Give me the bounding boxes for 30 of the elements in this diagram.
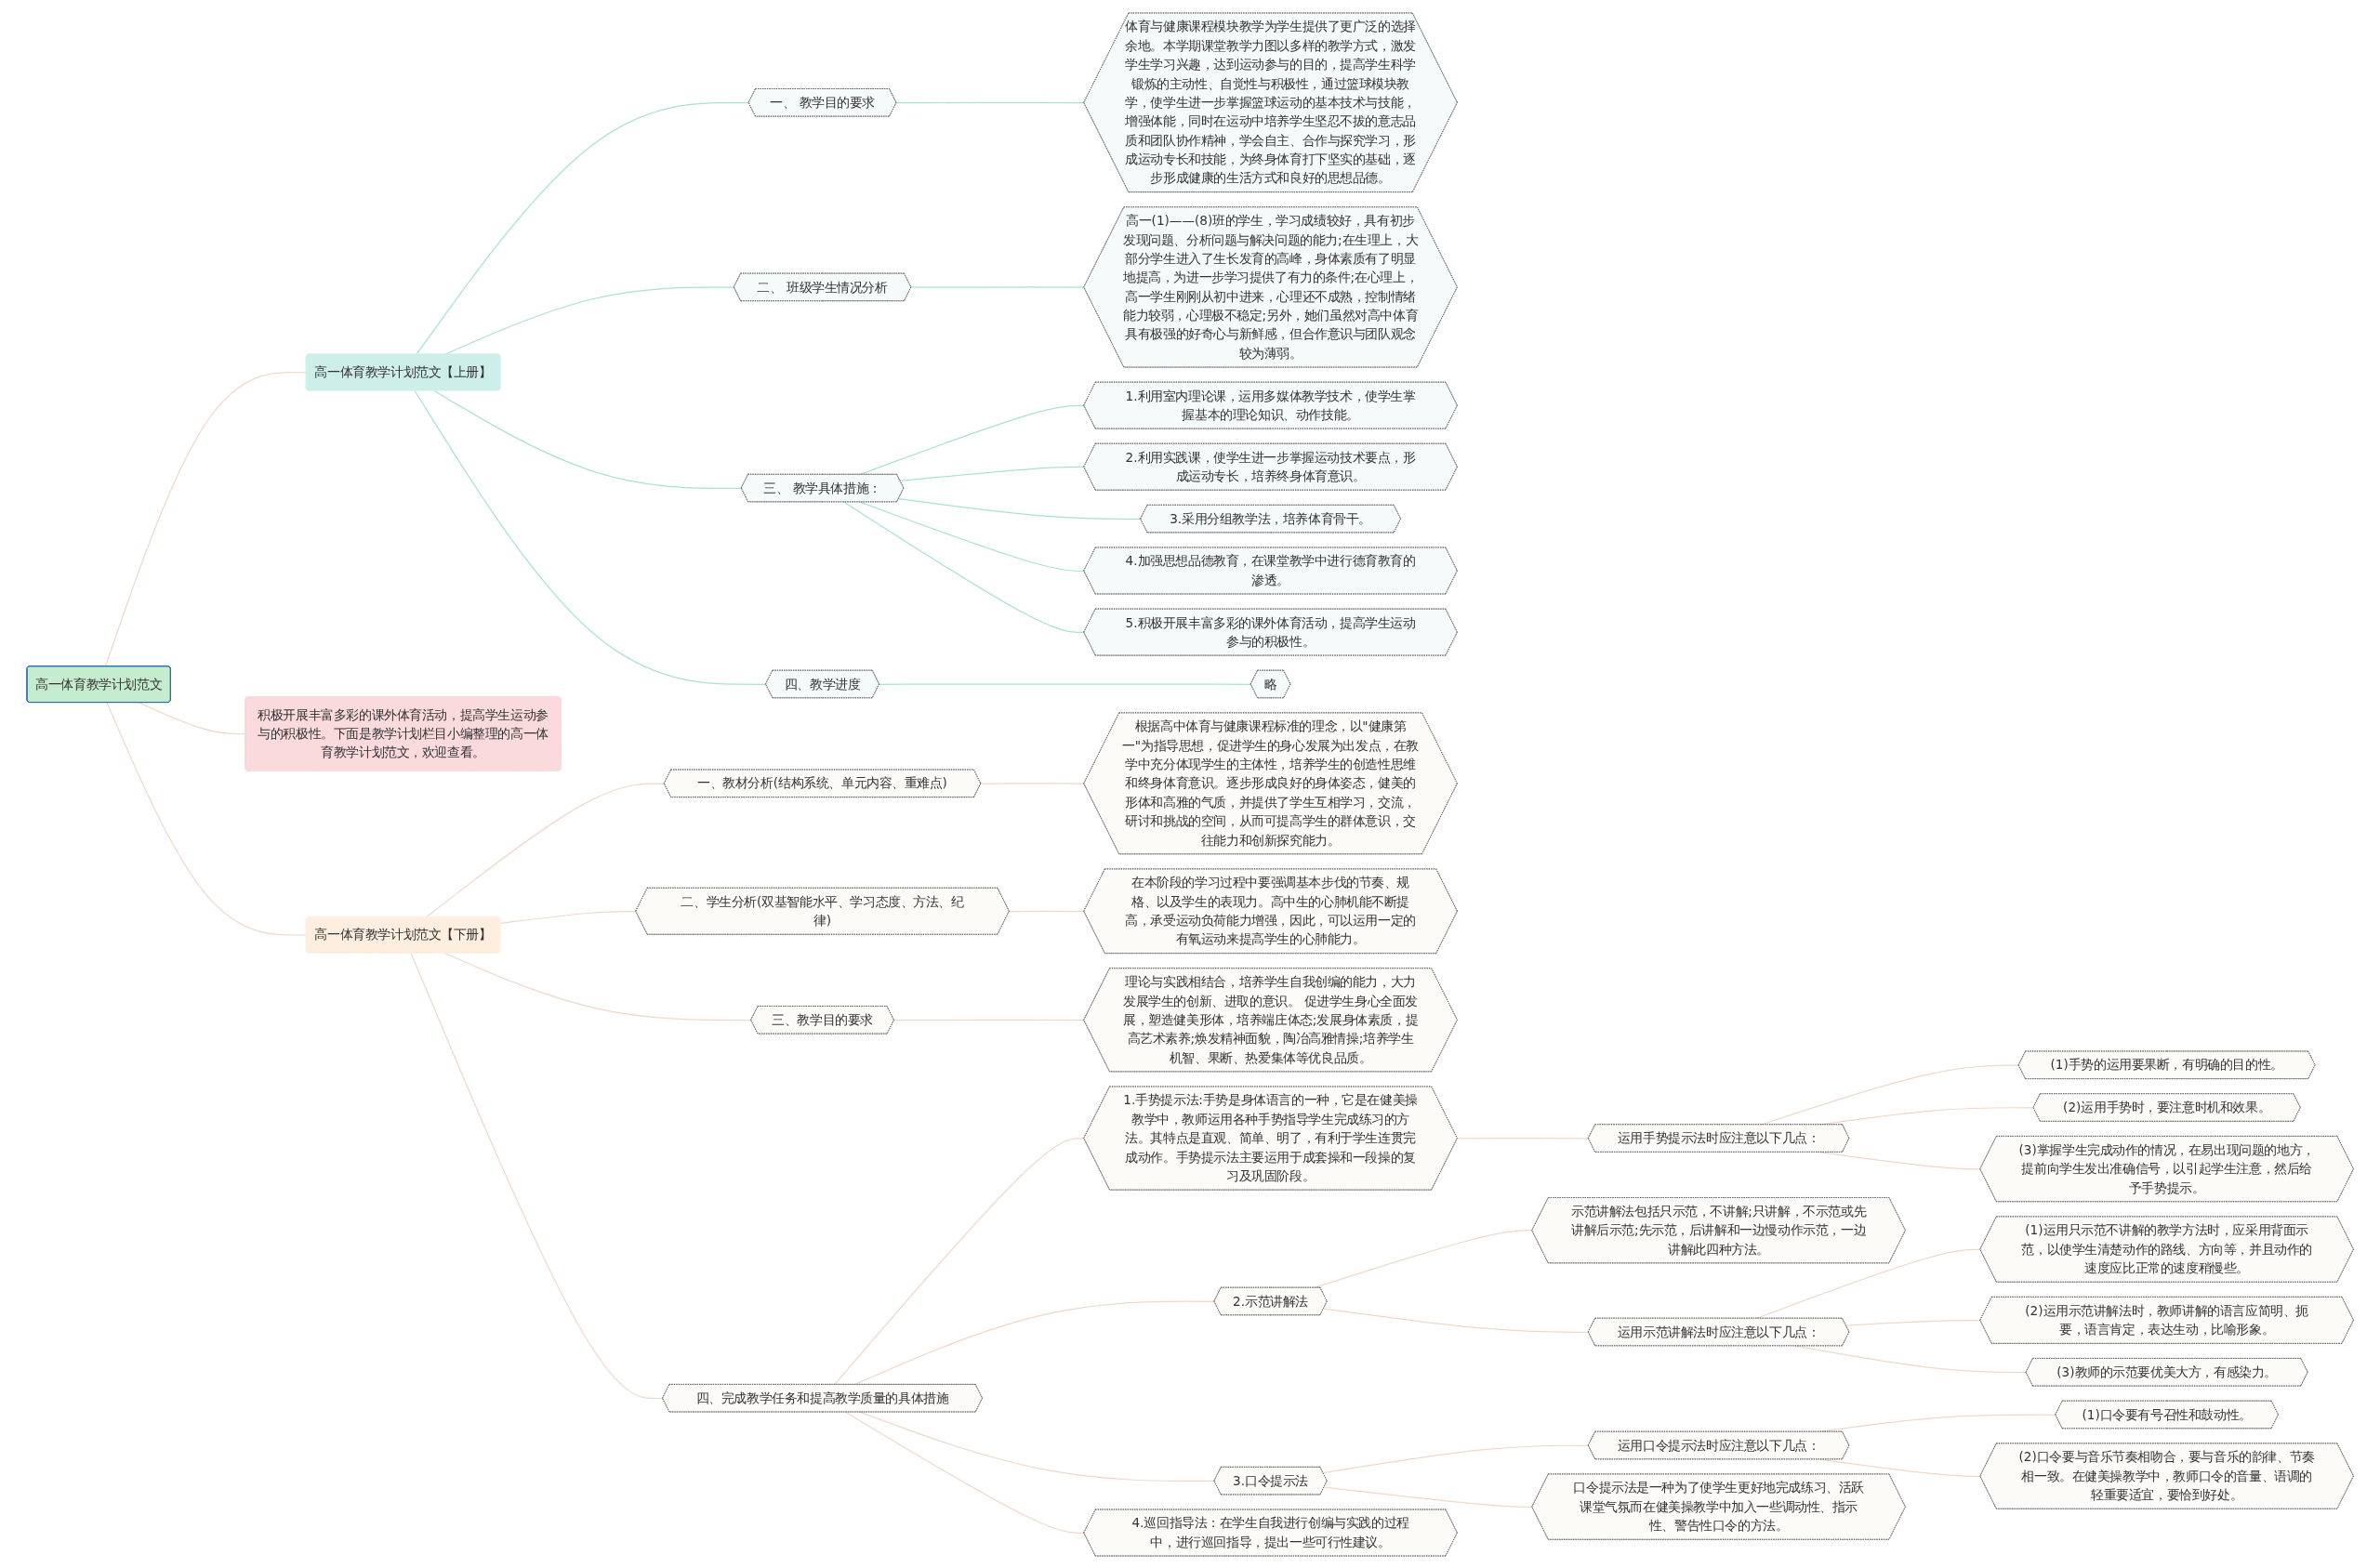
connector [895, 101, 1085, 103]
connector [892, 1019, 1085, 1021]
connector [1844, 1319, 1981, 1326]
connector [899, 466, 1085, 481]
connector [499, 910, 637, 924]
connector [1794, 1345, 2027, 1373]
connector [897, 497, 1142, 520]
connector [859, 501, 1085, 572]
connector [416, 101, 749, 355]
connector [432, 389, 742, 489]
connector [104, 371, 307, 667]
connector [106, 701, 307, 936]
connector [843, 501, 1085, 633]
connector [980, 782, 1085, 784]
connector [910, 285, 1085, 288]
connector [410, 952, 664, 1399]
connector [443, 952, 752, 1021]
connector [426, 782, 665, 917]
connector [1322, 1444, 1589, 1473]
connector [833, 1137, 1085, 1385]
connector [1323, 1485, 1533, 1508]
connector [1818, 1151, 1981, 1169]
connector [138, 701, 246, 734]
connector [859, 1411, 1215, 1482]
connector [844, 1411, 1085, 1534]
connector [414, 389, 767, 685]
connector [879, 682, 1251, 685]
connector [1008, 910, 1085, 912]
connector [1456, 1137, 1589, 1139]
connector [1322, 1307, 1589, 1333]
